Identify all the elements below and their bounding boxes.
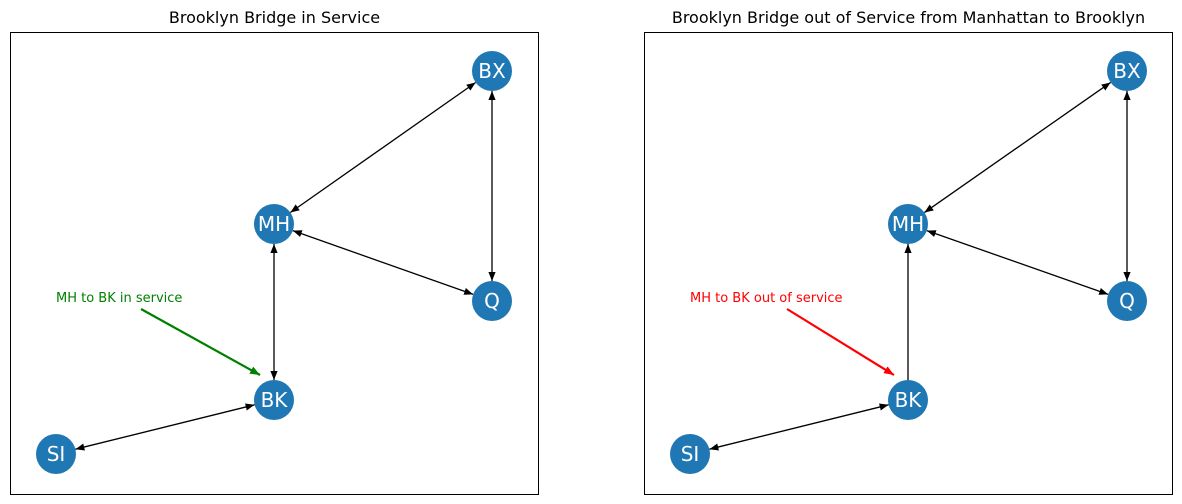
- panel-1-frame: [10, 32, 539, 495]
- node-label-bk: BK: [261, 388, 289, 412]
- node-mh: [888, 204, 928, 244]
- annotation-arrow: [140, 308, 261, 376]
- panel-1-edges: [75, 81, 496, 451]
- node-q: [1107, 281, 1147, 321]
- node-bk: [254, 380, 294, 420]
- node-label-si: SI: [47, 442, 66, 466]
- annotation-text: MH to BK in service: [56, 291, 182, 306]
- node-label-si: SI: [681, 442, 700, 466]
- edge-mh-q: [292, 230, 474, 295]
- node-label-mh: MH: [258, 212, 290, 236]
- panel-2-nodes: BX MH Q BK SI: [670, 51, 1147, 474]
- node-bx: [1107, 51, 1147, 91]
- node-bx: [472, 51, 512, 91]
- edge-bk-si: [75, 403, 255, 451]
- node-si: [36, 434, 76, 474]
- node-label-bx: BX: [1113, 59, 1141, 83]
- node-label-bk: BK: [895, 388, 923, 412]
- annotation-arrow: [786, 308, 895, 376]
- node-mh: [254, 204, 294, 244]
- panel-2-annotation: MH to BK out of service: [690, 291, 895, 376]
- panel-1-nodes: BX MH Q BK SI: [36, 51, 512, 474]
- edge-mh-q: [926, 230, 1109, 295]
- panel-1-annotation: MH to BK in service: [56, 291, 261, 376]
- edge-bx-mh: [924, 81, 1111, 214]
- node-si: [670, 434, 710, 474]
- panel-2-edges: [709, 81, 1131, 451]
- panel-2-frame: [644, 32, 1173, 495]
- edge-bk-si: [709, 403, 889, 451]
- edge-bx-mh: [289, 81, 477, 214]
- node-label-mh: MH: [892, 212, 924, 236]
- node-label-q: Q: [1119, 289, 1135, 313]
- annotation-text: MH to BK out of service: [690, 291, 843, 306]
- node-label-bx: BX: [478, 59, 506, 83]
- node-label-q: Q: [484, 289, 500, 313]
- panel-2-title: Brooklyn Bridge out of Service from Manh…: [671, 8, 1146, 27]
- node-q: [472, 281, 512, 321]
- node-bk: [888, 380, 928, 420]
- panel-1-title: Brooklyn Bridge in Service: [168, 8, 381, 27]
